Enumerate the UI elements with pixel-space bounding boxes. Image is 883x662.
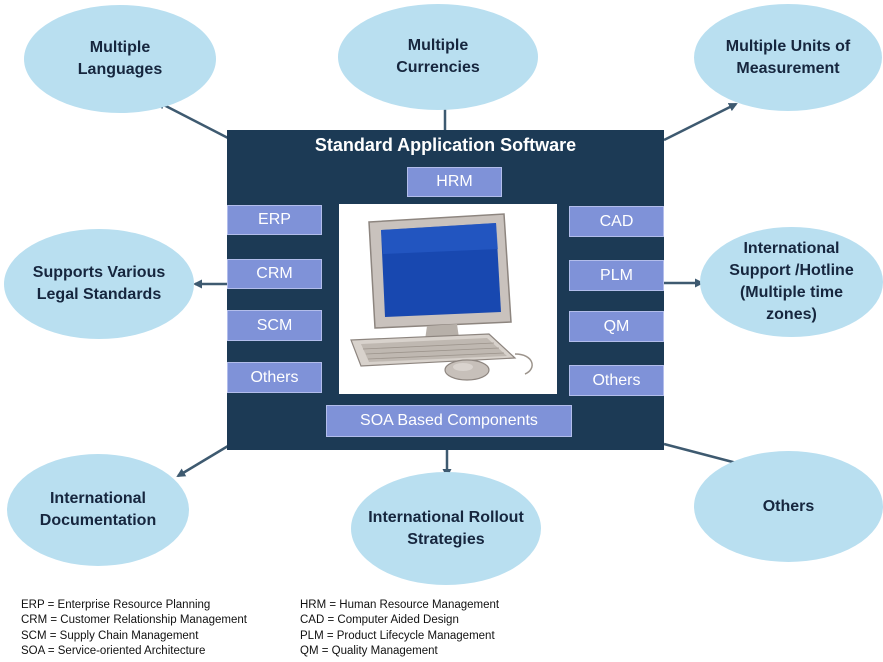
- module-others-left: Others: [227, 362, 322, 393]
- ellipse-multiple-languages: Multiple Languages: [24, 5, 216, 113]
- legend-qm: QM = Quality Management: [300, 645, 438, 657]
- ellipse-label: Supports Various Legal Standards: [32, 264, 166, 303]
- ellipse-others: Others: [694, 451, 883, 562]
- arrow-to-units: [663, 102, 738, 142]
- ellipse-label: International Support /Hotline (Multiple…: [729, 240, 854, 323]
- legend-cad: CAD = Computer Aided Design: [300, 614, 459, 626]
- module-soa: SOA Based Components: [326, 405, 572, 437]
- ellipse-multiple-currencies: Multiple Currencies: [338, 4, 538, 110]
- arrow-to-documentation: [176, 444, 229, 478]
- arrow-to-languages: [156, 100, 229, 140]
- legend-crm: CRM = Customer Relationship Management: [21, 614, 247, 626]
- legend-hrm: HRM = Human Resource Management: [300, 599, 500, 611]
- ellipse-label: International Rollout Strategies: [368, 508, 524, 548]
- ellipse-multiple-units: Multiple Units of Measurement: [694, 4, 882, 111]
- module-hrm: HRM: [407, 167, 502, 197]
- legend-soa: SOA = Service-oriented Architecture: [21, 645, 206, 657]
- ellipse-legal-standards: Supports Various Legal Standards: [4, 229, 194, 339]
- ellipse-international-documentation: International Documentation: [7, 454, 189, 566]
- module-others-right: Others: [569, 365, 664, 396]
- module-qm: QM: [569, 311, 664, 342]
- ellipse-label: Multiple Currencies: [396, 37, 480, 76]
- ellipse-rollout-strategies: International Rollout Strategies: [351, 472, 541, 585]
- module-plm: PLM: [569, 260, 664, 291]
- ellipse-international-support: International Support /Hotline (Multiple…: [700, 227, 883, 337]
- main-title: Standard Application Software: [314, 135, 577, 155]
- module-scm: SCM: [227, 310, 322, 341]
- ellipse-label: Multiple Languages: [77, 39, 163, 78]
- ellipse-label: Others: [762, 497, 815, 515]
- module-crm: CRM: [227, 259, 322, 289]
- legend-plm: PLM = Product Lifecycle Management: [300, 630, 495, 642]
- module-cad: CAD: [569, 206, 664, 237]
- computer-icon: [350, 213, 533, 381]
- ellipse-label: Multiple Units of Measurement: [725, 37, 851, 77]
- ellipse-label: International Documentation: [39, 490, 157, 529]
- module-erp: ERP: [227, 205, 322, 235]
- computer-image: [339, 204, 557, 394]
- legend-erp: ERP = Enterprise Resource Planning: [21, 599, 211, 611]
- legend-scm: SCM = Supply Chain Management: [21, 630, 199, 642]
